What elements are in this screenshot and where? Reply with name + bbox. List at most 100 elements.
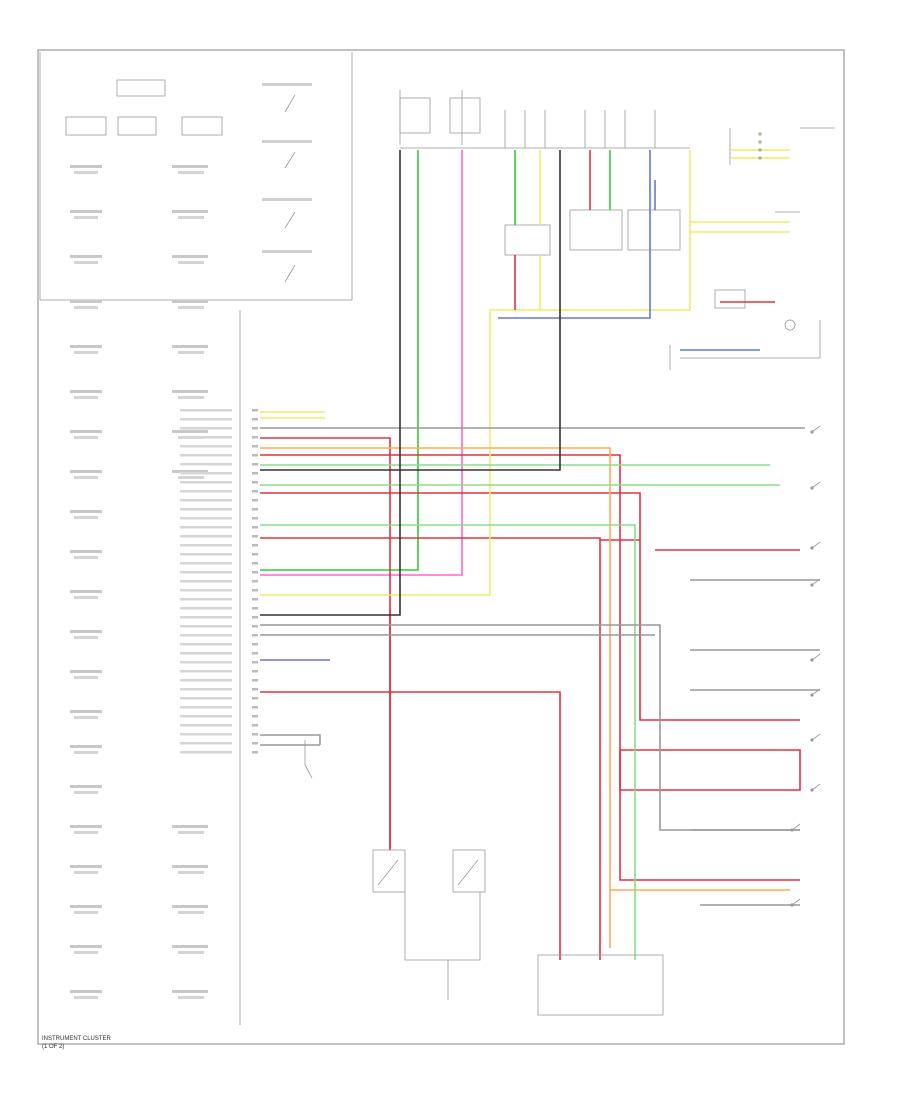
- pin-number-smudge: [252, 715, 258, 718]
- switch-contact: [811, 733, 821, 741]
- indicator-symbol: [70, 470, 102, 473]
- indicator-symbol: [74, 791, 98, 794]
- pin-number-smudge: [252, 499, 258, 502]
- pin-number-smudge: [252, 697, 258, 700]
- pin-number-smudge: [252, 652, 258, 655]
- pin-label-smudge: [180, 706, 232, 709]
- connector-pin-rows: [180, 409, 258, 754]
- indicator-symbol: [74, 516, 98, 519]
- pin-label-smudge: [180, 544, 232, 547]
- pin-number-smudge: [252, 751, 258, 754]
- pin-label-smudge: [180, 607, 232, 610]
- pin-label-smudge: [180, 463, 232, 466]
- indicator-symbol: [74, 831, 98, 834]
- pin-label-smudge: [180, 535, 232, 538]
- pin-number-smudge: [252, 409, 258, 412]
- pin-number-smudge: [252, 526, 258, 529]
- wire-pink: [260, 150, 463, 576]
- pin-label-smudge: [180, 508, 232, 511]
- switch-pivot: [810, 738, 814, 742]
- switch-contact: [811, 783, 821, 791]
- indicator-symbol: [74, 476, 98, 479]
- indicator-symbol: [172, 865, 208, 868]
- indicator-symbol: [178, 396, 204, 399]
- indicator-symbol: [70, 165, 102, 168]
- switch-contact: [811, 688, 821, 696]
- indicator-symbol: [70, 590, 102, 593]
- indicator-symbol: [172, 825, 208, 828]
- terminal-dot: [758, 148, 762, 152]
- wire-orange: [260, 447, 790, 891]
- indicator-symbol: [74, 596, 98, 599]
- indicator-symbol: [178, 871, 204, 874]
- pin-number-smudge: [252, 634, 258, 637]
- pin-number-smudge: [252, 517, 258, 520]
- diagram-caption: INSTRUMENT CLUSTER (1 OF 2): [42, 1036, 112, 1050]
- indicator-symbol: [178, 351, 204, 354]
- switch-pivot: [810, 430, 814, 434]
- pin-number-smudge: [252, 454, 258, 457]
- wire-red: [260, 454, 800, 881]
- pin-number-smudge: [252, 733, 258, 736]
- wire-red: [260, 437, 391, 850]
- pin-number-smudge: [252, 661, 258, 664]
- switch-pivot: [810, 486, 814, 490]
- pin-number-smudge: [252, 688, 258, 691]
- pin-number-smudge: [252, 724, 258, 727]
- indicator-symbol: [70, 300, 102, 303]
- indicator-symbol: [262, 83, 312, 86]
- indicator-symbol: [172, 210, 208, 213]
- wire-black: [260, 150, 561, 471]
- pin-label-smudge: [180, 553, 232, 556]
- indicator-symbol: [178, 261, 204, 264]
- pin-label-smudge: [180, 742, 232, 745]
- diagram-border: [37, 49, 845, 1045]
- indicator-symbol: [74, 306, 98, 309]
- pin-label-smudge: [180, 679, 232, 682]
- indicator-symbol: [70, 990, 102, 993]
- switch-contact: [811, 425, 821, 433]
- indicator-symbol: [178, 306, 204, 309]
- indicator-symbol: [74, 676, 98, 679]
- pin-label-smudge: [180, 436, 232, 439]
- pin-number-smudge: [252, 670, 258, 673]
- pin-label-smudge: [180, 715, 232, 718]
- pin-number-smudge: [252, 589, 258, 592]
- pin-number-smudge: [252, 580, 258, 583]
- indicator-symbol: [70, 550, 102, 553]
- switch-pivot: [790, 828, 794, 832]
- pin-number-smudge: [252, 679, 258, 682]
- indicator-symbol: [262, 198, 312, 201]
- pin-label-smudge: [180, 625, 232, 628]
- pin-number-smudge: [252, 562, 258, 565]
- pin-number-smudge: [252, 481, 258, 484]
- caption-subtitle: (1 OF 2): [42, 1044, 64, 1050]
- indicator-symbol: [74, 216, 98, 219]
- wire-grey: [260, 734, 321, 745]
- pin-label-smudge: [180, 643, 232, 646]
- indicator-symbol: [70, 865, 102, 868]
- switch-pivot: [810, 693, 814, 697]
- indicator-symbol: [70, 945, 102, 948]
- indicator-symbol: [74, 716, 98, 719]
- switch-pivot: [810, 658, 814, 662]
- wires: [260, 132, 820, 960]
- pin-number-smudge: [252, 535, 258, 538]
- right-side-switches: [790, 425, 821, 907]
- indicator-symbol: [178, 216, 204, 219]
- switch-pivot: [810, 583, 814, 587]
- pin-number-smudge: [252, 706, 258, 709]
- indicator-symbol: [172, 470, 208, 473]
- indicator-symbol: [70, 510, 102, 513]
- pin-label-smudge: [180, 454, 232, 457]
- pin-label-smudge: [180, 409, 232, 412]
- pin-label-smudge: [180, 733, 232, 736]
- wire-yellow: [490, 150, 691, 311]
- pin-number-smudge: [252, 616, 258, 619]
- pin-label-smudge: [180, 580, 232, 583]
- indicator-symbol: [172, 945, 208, 948]
- indicator-symbol: [262, 140, 312, 143]
- indicator-symbol: [74, 436, 98, 439]
- switch-contact: [811, 541, 821, 549]
